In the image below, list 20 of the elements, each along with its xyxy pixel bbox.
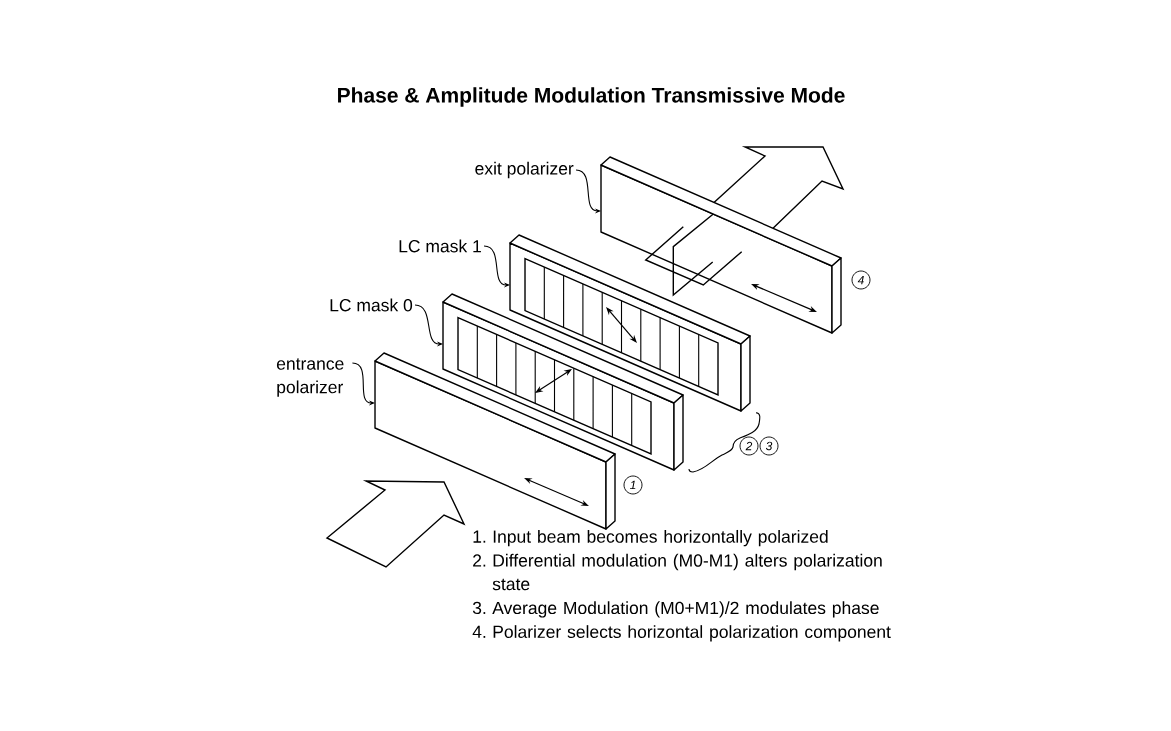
callout-number: 4	[851, 270, 871, 290]
title: Phase & Amplitude Modulation Transmissive Mode	[338, 87, 845, 107]
part-label: entrance polarizer	[276, 358, 344, 397]
part-label: exit polarizer	[475, 161, 574, 179]
list-item: Input beam becomes horizontally polarized	[493, 529, 828, 547]
list-item: Average Modulation (M0+M1)/2 modulates phase	[492, 601, 879, 618]
lc-mask-panel	[509, 234, 751, 412]
list-number: 4.	[472, 625, 486, 638]
lc-mask-panel	[442, 293, 684, 471]
part-label: LC mask 0	[330, 298, 413, 312]
list-number: 3.	[472, 601, 486, 615]
list-number: 2.	[473, 554, 486, 567]
callout-number: 2	[739, 436, 759, 456]
polarizer-plate	[374, 352, 616, 530]
callout-number: 3	[759, 436, 779, 456]
callout-number: 1	[623, 475, 643, 495]
list-item: Polarizer selects horizontal polarization component	[493, 625, 891, 642]
polarizer-plate	[600, 156, 842, 334]
list-item: Differential modulation (M0-M1) alters polarization state	[492, 553, 882, 591]
part-label: LC mask 1	[399, 239, 481, 253]
